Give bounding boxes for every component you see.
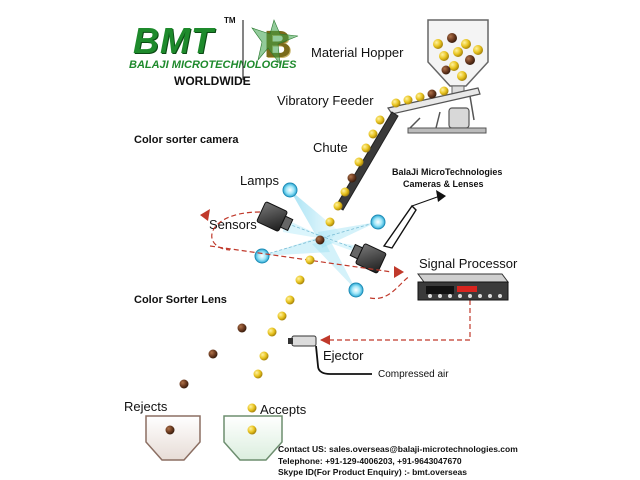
lens-callout-line: [411, 195, 441, 207]
logo-company: BALAJI MICROTECHNOLOGIES: [129, 59, 297, 71]
logo-brand: BMT: [133, 20, 214, 61]
label-rejects: Rejects: [124, 399, 168, 414]
lamp-top-left: [282, 182, 298, 198]
label-cameras-lenses-line1: BalaJi MicroTechnologies: [392, 167, 503, 177]
lamp-right-top: [370, 214, 386, 230]
label-color-sorter-camera: Color sorter camera: [134, 134, 239, 146]
falling-grains: [247, 217, 335, 435]
label-material-hopper: Material Hopper: [311, 45, 404, 60]
hopper-grains: [433, 33, 483, 81]
signal-paths: [209, 211, 471, 341]
label-compressed-air: Compressed air: [378, 369, 449, 380]
signal-arrowhead-3: [320, 335, 330, 345]
signal-arrowhead-2: [394, 266, 404, 278]
contact-email: Contact US: sales.overseas@balaji-microt…: [278, 444, 518, 454]
label-signal-processor: Signal Processor: [419, 256, 518, 271]
camera-left-icon: [256, 201, 294, 232]
contact-skype: Skype ID(For Product Enquiry) :- bmt.ove…: [278, 467, 467, 477]
processor-buttons: [428, 294, 502, 298]
label-sensors: Sensors: [209, 217, 257, 232]
feeder-grains: [391, 86, 449, 108]
logo-tm: TM: [224, 16, 236, 25]
lens-callout-arrow: [436, 190, 446, 202]
label-lamps: Lamps: [240, 173, 280, 188]
label-color-sorter-lens: Color Sorter Lens: [134, 294, 227, 306]
signal-arrowhead-1: [200, 209, 210, 221]
label-ejector: Ejector: [323, 348, 364, 363]
light-beams: [259, 190, 378, 290]
vibratory-feeder: [387, 87, 487, 134]
contact-telephone: Telephone: +91-129-4006203, +91-96430476…: [278, 455, 462, 466]
logo-emblem-icon: [251, 19, 299, 66]
processor-display: [457, 286, 477, 292]
label-accepts: Accepts: [260, 402, 307, 417]
lamp-bottom-right: [348, 282, 364, 298]
ejector-nozzle: [288, 335, 317, 347]
rejects-bin: [145, 415, 201, 461]
label-cameras-lenses-line2: Cameras & Lenses: [403, 179, 484, 189]
camera-right-icon: [349, 243, 387, 274]
label-chute: Chute: [313, 140, 348, 155]
compressed-air-line: [315, 345, 372, 375]
chute-grains: [333, 115, 385, 211]
label-vibratory-feeder: Vibratory Feeder: [277, 93, 374, 108]
accepts-bin: [223, 415, 283, 461]
logo-tagline: WORLDWIDE: [174, 74, 251, 88]
contact-block: Contact US: sales.overseas@balaji-microt…: [278, 444, 518, 479]
lens-pointer: [382, 204, 417, 249]
lamp-left-bottom: [254, 248, 270, 264]
rejected-grains: [165, 323, 247, 435]
